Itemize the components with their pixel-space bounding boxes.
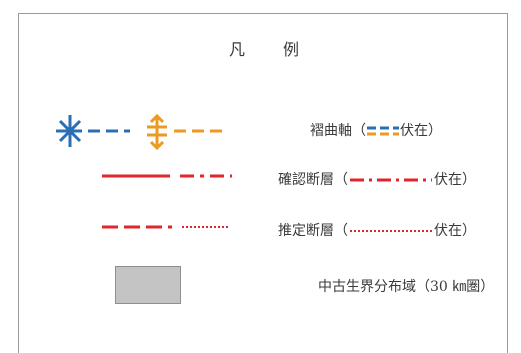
distribution-area-swatch [115, 266, 181, 304]
fold-axis-symbol [56, 113, 222, 151]
confirmed-fault-tail: 伏在） [434, 172, 476, 188]
legend-title-left: 凡 [229, 40, 246, 59]
inferred-fault-label: 推定断層（ [278, 223, 348, 239]
fold-axis-label: 褶曲軸（ [310, 123, 366, 139]
anticline-icon [56, 115, 130, 147]
fold-axis-tail: 伏在） [400, 123, 442, 139]
legend-panel [18, 13, 508, 353]
confirmed-fault-symbol [102, 174, 232, 178]
confirmed-fault-label: 確認断層（ [278, 172, 348, 188]
distribution-area-label: 中古生界分布域（30 ㎞圏） [318, 279, 495, 295]
fold-axis-concealed-sample [367, 126, 399, 136]
inferred-fault-symbol [102, 225, 230, 229]
inferred-fault-concealed-sample [350, 230, 432, 232]
confirmed-fault-concealed-sample [350, 178, 432, 182]
syncline-icon [147, 113, 222, 151]
inferred-fault-tail: 伏在） [434, 223, 476, 239]
legend-title-right: 例 [283, 40, 300, 59]
